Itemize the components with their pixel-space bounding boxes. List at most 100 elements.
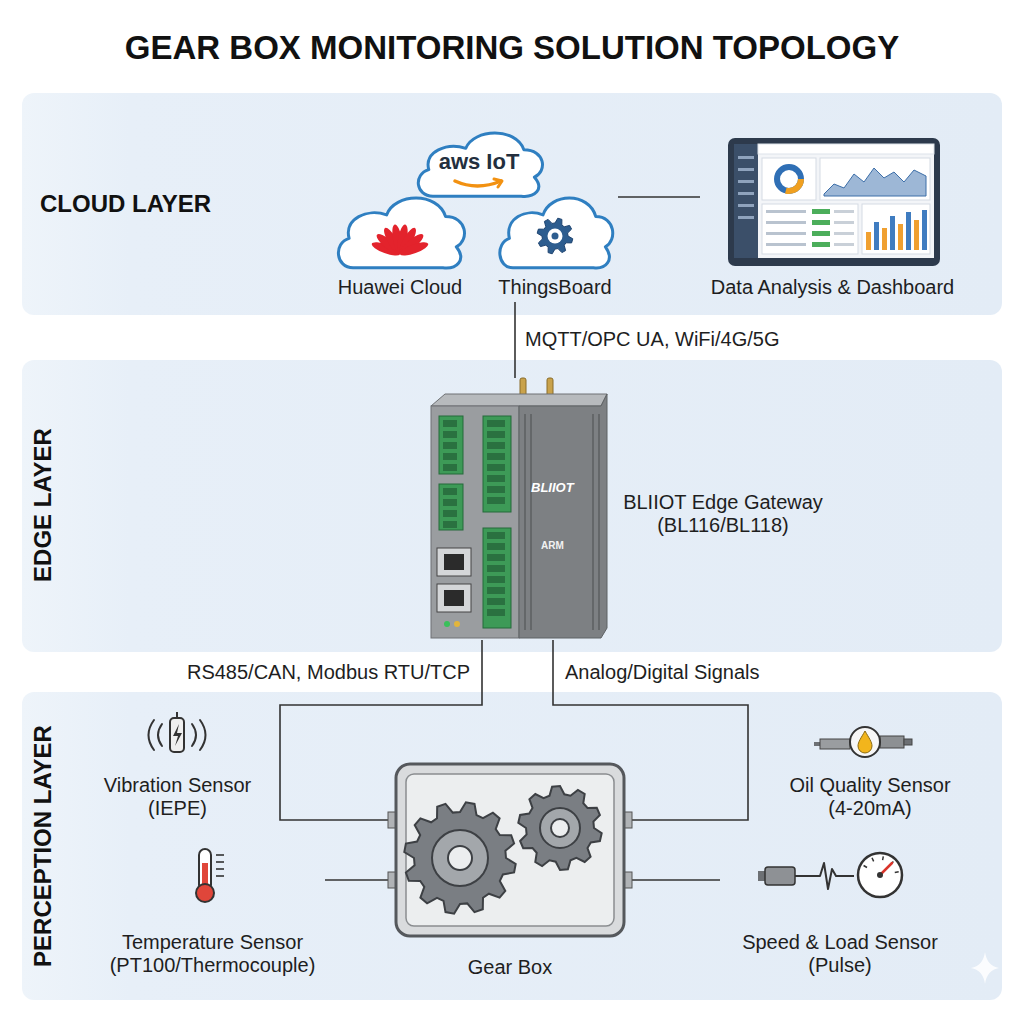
connector-line [325, 879, 388, 881]
table-row [834, 210, 854, 213]
cloud-outline [338, 198, 464, 268]
bar [890, 216, 895, 250]
gauge-dial [858, 853, 902, 897]
device-marking: ARM [541, 540, 564, 552]
vibration-wave [200, 720, 206, 750]
terminal-screw [443, 453, 457, 460]
node-label: ThingsBoard [494, 276, 616, 299]
sidebar-item [738, 168, 754, 171]
sidebar-item [738, 156, 754, 159]
gauge-tick [864, 866, 867, 868]
gear-bore [551, 819, 569, 837]
layer-band: PERCEPTION LAYERVibration Sensor (IEPE)O… [22, 692, 1002, 1000]
scale-tick [216, 854, 224, 856]
terminal-screw [487, 587, 505, 594]
node-label: Gear Box [390, 956, 630, 979]
case-rib [530, 414, 532, 630]
terminal-block [439, 484, 463, 530]
sidebar-item [738, 204, 754, 207]
status-led [454, 621, 460, 627]
case-top [431, 394, 607, 406]
terminal-block [483, 528, 511, 628]
pulse-wave [810, 863, 854, 889]
monitor-screen [734, 144, 934, 258]
terminal-screw [487, 609, 505, 616]
gearbox-inner [406, 774, 614, 926]
node-label: Huawei Cloud [332, 276, 468, 299]
sidebar-item [738, 180, 754, 183]
sensor-head [850, 727, 880, 757]
bar [914, 220, 919, 250]
probe-stem [820, 739, 850, 749]
terminal-screw [443, 442, 457, 449]
layer-title: CLOUD LAYER [40, 190, 211, 218]
cloud-service: aws IoT [409, 122, 549, 202]
layer-band-fill [22, 360, 1002, 652]
terminal-screw [487, 431, 505, 438]
terminal-screw [487, 475, 505, 482]
screen-header [758, 144, 934, 154]
case-side [519, 394, 607, 638]
terminal-screw [487, 453, 505, 460]
logo-petal [398, 240, 429, 259]
node-label: Data Analysis & Dashboard [702, 276, 963, 299]
terminal-screw [487, 598, 505, 605]
terminal-screw [487, 554, 505, 561]
ethernet-socket [444, 590, 464, 606]
layer-band-fill [22, 93, 1002, 315]
terminal-screw [487, 497, 505, 504]
table-row [834, 232, 854, 235]
table-row [834, 243, 854, 246]
connector-line [618, 196, 700, 198]
thermometer-bulb [196, 884, 214, 902]
edge-label: Analog/Digital Signals [565, 661, 760, 684]
edge-label-area: Analog/Digital Signals [565, 661, 760, 684]
connector-line [632, 879, 720, 881]
terminal-screw [487, 420, 505, 427]
gauge-tick [872, 858, 874, 862]
scale-tick [216, 868, 224, 870]
probe-fitting [880, 736, 904, 748]
node-label: Oil Quality Sensor (4-20mA) [783, 774, 958, 820]
terminal-screw [443, 431, 457, 438]
layer-band-fill [22, 692, 1002, 1000]
bar [898, 224, 903, 250]
cloud-outline [500, 198, 613, 268]
diagram-title: GEAR BOX MONITORING SOLUTION TOPOLOGY [0, 29, 1024, 67]
vibration-wave [192, 724, 196, 746]
layer-title: EDGE LAYER [29, 428, 57, 582]
edge-label-area: RS485/CAN, Modbus RTU/TCP [187, 661, 470, 684]
sensor: Speed & Load Sensor (Pulse) [720, 845, 960, 985]
gauge-tick [882, 856, 884, 860]
table-row [834, 221, 854, 224]
vibration-wave [149, 720, 155, 750]
terminal-screw [443, 499, 457, 506]
smile-arrow-head [494, 179, 502, 187]
terminal-screw [487, 486, 505, 493]
gear-logo-hole [548, 229, 563, 244]
gauge-tick [895, 871, 899, 873]
gear-bore [448, 846, 472, 870]
device-marking-area: BLIIOT [531, 481, 574, 496]
donut-chart [777, 167, 801, 191]
bar [882, 228, 887, 250]
title-area: GEAR BOX MONITORING SOLUTION TOPOLOGY [0, 29, 1024, 67]
screen-panel [820, 158, 930, 200]
terminal-screw [443, 464, 457, 471]
sidebar-item [738, 192, 754, 195]
gauge-pivot [877, 872, 883, 878]
monitor-frame [728, 138, 940, 266]
gear-wheel [518, 786, 601, 870]
cloud-service: ThingsBoard [492, 188, 618, 302]
edge-gateway: BLIIOT Edge Gateway (BL116/BL118) [425, 378, 835, 640]
terminal-screw [487, 442, 505, 449]
status-led [444, 621, 450, 627]
terminal-screw [487, 464, 505, 471]
gear-box: Gear Box [388, 760, 632, 985]
sensor: Oil Quality Sensor (4-20mA) [770, 712, 970, 824]
area-chart [824, 168, 926, 196]
edge-label-area: MQTT/OPC UA, WiFi/4G/5G [525, 328, 779, 351]
oil-drop [858, 731, 872, 753]
table-status [812, 209, 830, 214]
sensor-body [170, 718, 184, 752]
